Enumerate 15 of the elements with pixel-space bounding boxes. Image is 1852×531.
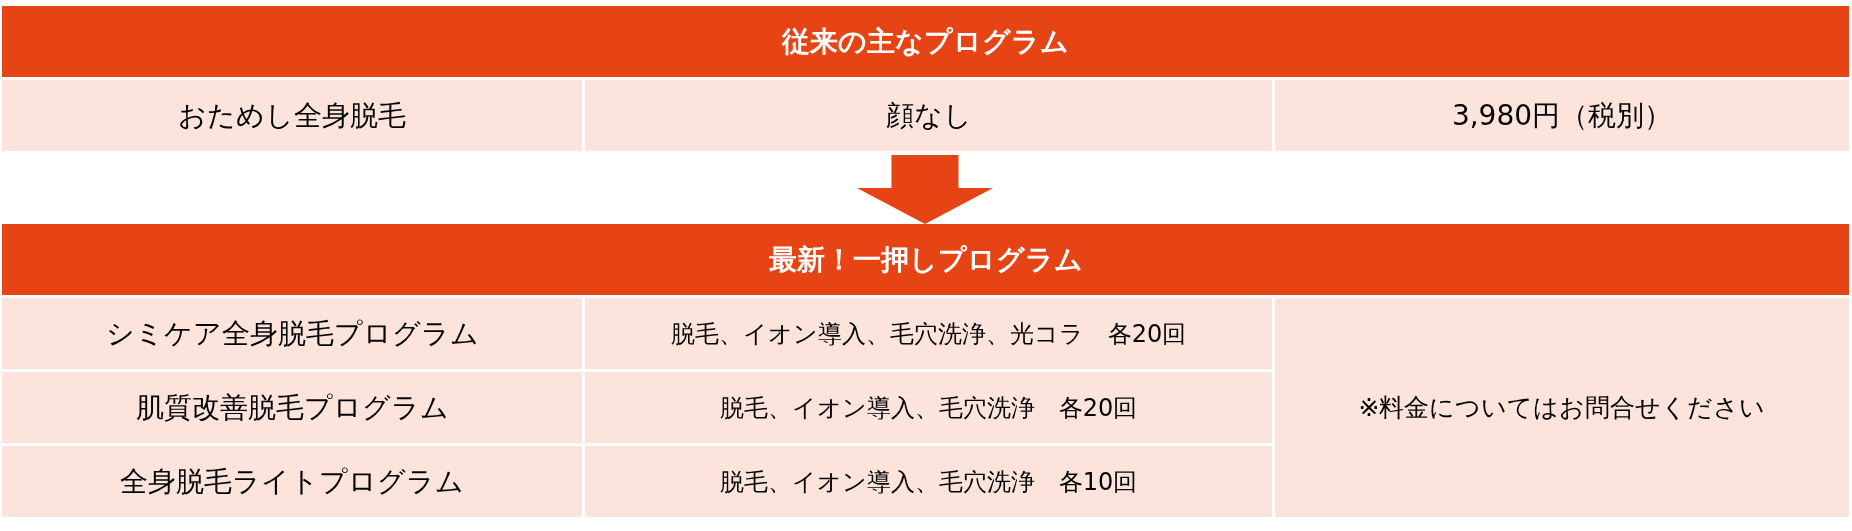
table-header: 最新！一押しプログラム xyxy=(2,224,1849,295)
table-cell: ※料金についてはお問合せください xyxy=(1275,298,1849,517)
table-cell: 脱毛、イオン導入、毛穴洗浄 各10回 xyxy=(585,446,1272,517)
table-header: 従来の主なプログラム xyxy=(2,6,1849,77)
program-table xyxy=(2,6,1849,151)
table-cell: 肌質改善脱毛プログラム xyxy=(2,372,582,443)
table-cell: 脱毛、イオン導入、毛穴洗浄 各20回 xyxy=(585,372,1272,443)
table-cell: 脱毛、イオン導入、毛穴洗浄、光コラ 各20回 xyxy=(585,298,1272,369)
arrow xyxy=(857,155,993,224)
program-table xyxy=(2,224,1849,517)
table-cell: 3,980円（税別） xyxy=(1275,80,1849,151)
table-cell: 全身脱毛ライトプログラム xyxy=(2,446,582,517)
table-cell: おためし全身脱毛 xyxy=(2,80,582,151)
table-cell: 顔なし xyxy=(585,80,1272,151)
table-cell: シミケア全身脱毛プログラム xyxy=(2,298,582,369)
